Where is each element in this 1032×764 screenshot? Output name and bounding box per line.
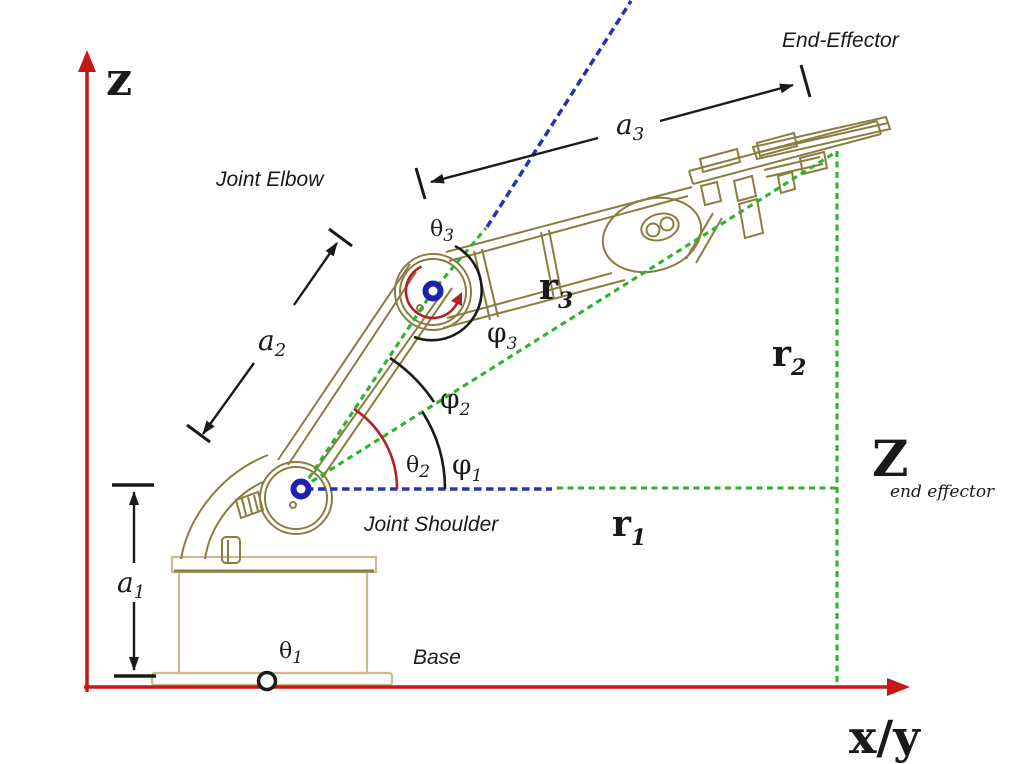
a1-label: a1 — [117, 566, 145, 603]
theta3-arc-arrowhead — [451, 292, 462, 306]
shoulder-joint-marker — [290, 478, 312, 500]
forearm-lobe — [601, 196, 703, 274]
forearm-edge-top — [445, 186, 693, 253]
phi3-arc — [413, 244, 483, 342]
a2-label: a2 — [258, 324, 286, 361]
link2-extension-line — [485, 0, 633, 228]
joint-markers — [290, 280, 444, 500]
a2-arrow-up — [293, 242, 338, 306]
elbow-joint-marker — [422, 280, 444, 302]
a3-tick-left — [414, 167, 427, 200]
theta2-label: θ2 — [406, 453, 430, 482]
base-box — [177, 570, 369, 675]
a3-arrow-right — [659, 83, 794, 123]
wrist-struts — [685, 212, 723, 264]
base-label: Base — [413, 646, 461, 669]
base-pivot-circle — [256, 670, 278, 692]
x-axis-label: x/y — [849, 710, 921, 764]
r3-label: r3 — [539, 266, 573, 314]
phi1-label: φ1 — [452, 448, 482, 486]
joint-elbow-label: Joint Elbow — [215, 168, 325, 191]
forearm-inner-top — [448, 195, 689, 262]
joint-shoulder-label: Joint Shoulder — [363, 513, 499, 536]
gripper-jaw-block — [798, 150, 829, 176]
robot-arm-drawing — [180, 115, 892, 564]
base-stub — [221, 536, 241, 564]
a3-arrow-left — [430, 136, 599, 184]
a3-label: a3 — [616, 108, 644, 145]
green-construction-lines — [301, 150, 839, 686]
phi-arcs — [389, 244, 483, 490]
coordinate-axes — [84, 66, 892, 692]
lobe-emblem-oval — [640, 212, 680, 242]
dimension-lines — [112, 64, 812, 678]
robot-base-drawing — [150, 555, 394, 687]
gripper-bar-inner — [754, 122, 889, 154]
shoulder-support-left — [180, 454, 269, 560]
upper-arm-edge-left — [277, 263, 411, 461]
theta2-arc — [353, 407, 399, 490]
a2-arrow-down — [202, 362, 255, 435]
z-axis-label: z — [106, 52, 132, 106]
phi3-label: φ3 — [487, 316, 517, 354]
z-end-effector-label: Z — [872, 429, 909, 488]
shoulder-circle-inner — [264, 466, 328, 530]
elbow-circle-outer — [394, 253, 472, 331]
r1-label: r1 — [612, 503, 646, 551]
phi2-arc — [389, 356, 436, 403]
z-axis-arrowhead — [78, 50, 96, 72]
theta-arcs — [353, 265, 460, 490]
shoulder-knob — [234, 490, 265, 520]
theta1-label: θ1 — [279, 639, 303, 668]
x-axis-arrowhead — [887, 678, 910, 696]
end-effector-label: End-Effector — [782, 29, 900, 52]
shoulder-knob-ribs — [241, 494, 259, 516]
wrist-hanger-4 — [776, 170, 797, 195]
upper-arm-inner-left — [287, 271, 417, 466]
theta3-label: θ3 — [430, 217, 454, 246]
wrist-hanger-1 — [699, 180, 723, 207]
wrist-hanger-3 — [737, 197, 765, 240]
forearm-inner-bottom — [446, 272, 613, 319]
wrist-hanger-2 — [732, 174, 758, 203]
lobe-emblem-circle-right — [659, 216, 675, 232]
elbow-circle-inner — [399, 258, 467, 326]
a3-tick-right — [799, 64, 812, 98]
shoulder-pin — [289, 501, 297, 509]
lobe-emblem-circle-left — [645, 222, 661, 238]
r2-label: r2 — [772, 333, 806, 381]
forearm-band-2 — [540, 229, 563, 300]
shoulder-support-right — [204, 481, 264, 560]
phi2-label: φ2 — [440, 382, 470, 420]
blue-construction-lines — [306, 0, 633, 491]
phi1-arc — [421, 411, 447, 490]
a2-tick-top — [328, 227, 353, 248]
gripper-bar — [751, 115, 892, 161]
wrist-block-1 — [698, 147, 742, 174]
a2-tick-bottom — [186, 423, 211, 444]
z-end-effector-subscript: end effector — [890, 482, 995, 502]
theta3-arc — [404, 265, 460, 320]
upper-arm-inner-right — [312, 291, 444, 475]
upper-arm-edge-right — [321, 287, 453, 479]
